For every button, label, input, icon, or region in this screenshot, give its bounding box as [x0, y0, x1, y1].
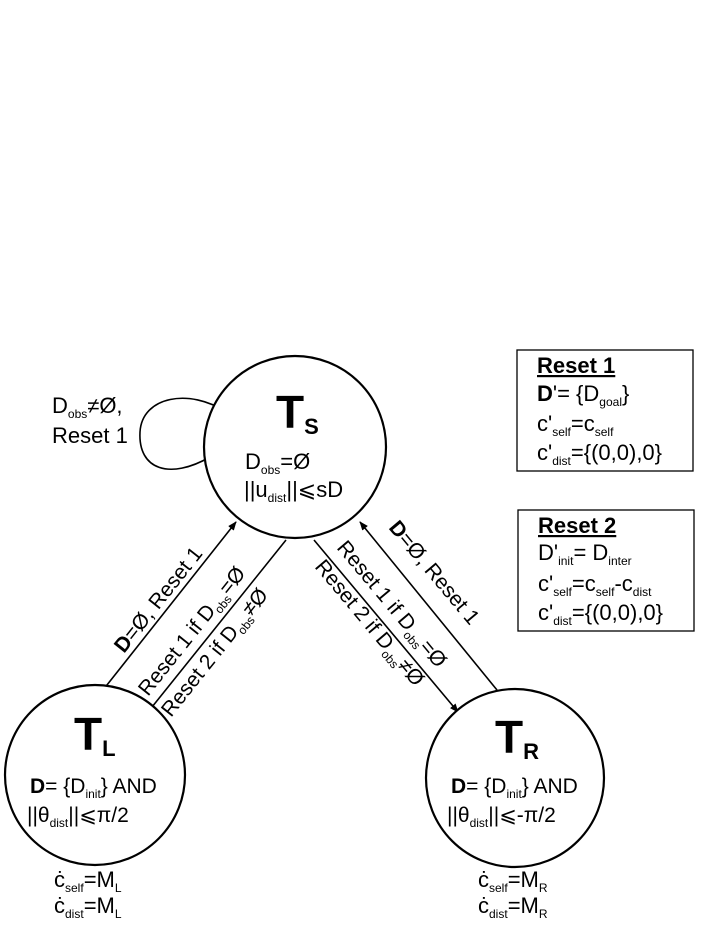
state-ts-circle	[202, 354, 388, 540]
edge-ts-to-tl	[147, 539, 287, 713]
reset2-line-cdist: c'dist={(0,0),0}	[538, 600, 663, 628]
reset1-line-cdist: c'dist={(0,0),0}	[537, 440, 662, 468]
state-ts-name: TS	[276, 386, 319, 439]
edge-ts-to-tr	[313, 539, 459, 713]
self-loop-label-condition: Dobs≠Ø,	[52, 393, 123, 421]
state-tr-cond-theta: ||θdist||⩽-π/2	[447, 804, 556, 830]
reset2-box: Reset 2 D'init= Dinter c'self=cself-cdis…	[517, 509, 695, 632]
tr-dynamics-dist: ċdist=MR	[478, 893, 548, 921]
tl-dynamics-self: ċself=ML	[54, 867, 122, 895]
state-tl-circle	[3, 683, 187, 867]
state-tr-cond-d: D= {Dinit} AND	[451, 775, 578, 801]
reset2-box-frame	[517, 509, 695, 632]
reset1-title: Reset 1	[537, 353, 615, 378]
state-tr: TR D= {Dinit} AND ||θdist||⩽-π/2	[424, 687, 606, 869]
state-tl: TL D= {Dinit} AND ||θdist||⩽π/2	[3, 683, 187, 867]
reset2-title: Reset 2	[538, 513, 616, 538]
state-tl-cond-theta: ||θdist||⩽π/2	[27, 804, 129, 830]
tl-dynamics-dist: ċdist=ML	[54, 893, 122, 921]
edge-tl-to-ts	[102, 521, 237, 691]
edge-tr-to-ts	[359, 521, 498, 691]
tr-dynamics-self: ċself=MR	[478, 867, 548, 895]
state-tl-cond-d: D= {Dinit} AND	[30, 775, 157, 801]
reset1-box: Reset 1 D'= {Dgoal} c'self=cself c'dist=…	[516, 349, 694, 472]
state-ts-cond-dobs: Dobs=Ø	[245, 449, 310, 477]
reset1-line-d: D'= {Dgoal}	[537, 381, 629, 409]
reset2-line-cself: c'self=cself-cdist	[538, 571, 652, 599]
state-tr-circle	[424, 687, 606, 869]
reset1-line-cself: c'self=cself	[537, 411, 614, 439]
self-loop-label-reset: Reset 1	[52, 423, 128, 448]
reset1-box-frame	[516, 349, 694, 472]
state-tl-name: TL	[74, 708, 116, 761]
state-tr-name: TR	[495, 711, 539, 764]
self-loop-ts	[139, 397, 227, 471]
state-ts-cond-udist: ||udist||⩽sD	[244, 477, 343, 505]
reset2-line-dinit: D'init= Dinter	[538, 540, 632, 568]
state-ts: TS Dobs=Ø ||udist||⩽sD	[202, 354, 388, 540]
